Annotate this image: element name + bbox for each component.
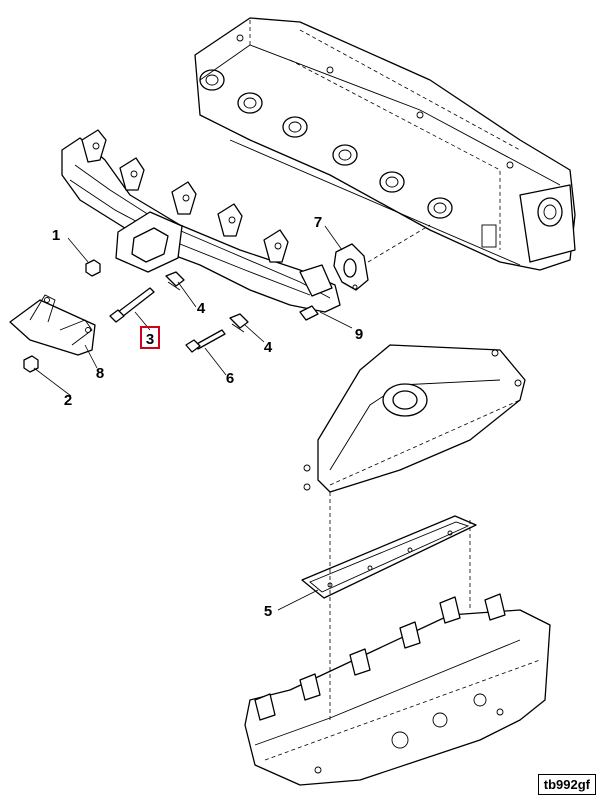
callout-8: 8 [96,365,104,382]
gasket-part-7 [333,243,369,291]
stud-part-3 [109,287,155,323]
bolt-part-9 [299,305,319,321]
cylinder-head [194,17,576,271]
callout-3[interactable]: 3 [146,331,154,348]
clamp-part-4b [229,313,249,333]
leader-lines [33,224,471,720]
intake-cover [303,344,526,493]
heat-shield-part-8 [9,294,96,356]
highlight-box-part-3 [140,326,160,349]
callout-2: 2 [64,392,72,409]
callout-5: 5 [264,603,272,620]
nut-part-1 [85,259,101,277]
callouts: 1 2 3 4 4 5 6 7 8 9 [52,214,363,620]
callout-6: 6 [226,370,234,387]
callout-4-lower: 4 [264,339,273,356]
bolt-part-6 [185,329,226,353]
callout-9: 9 [355,326,363,343]
figure-id-label: tb992gf [537,774,596,795]
lower-intake [244,593,551,786]
clamp-part-4a [165,271,185,291]
callout-4-upper: 4 [197,300,206,317]
callout-1: 1 [52,227,60,244]
gasket-part-5 [301,515,477,599]
exhaust-manifold [61,129,341,313]
callout-7: 7 [314,214,322,231]
